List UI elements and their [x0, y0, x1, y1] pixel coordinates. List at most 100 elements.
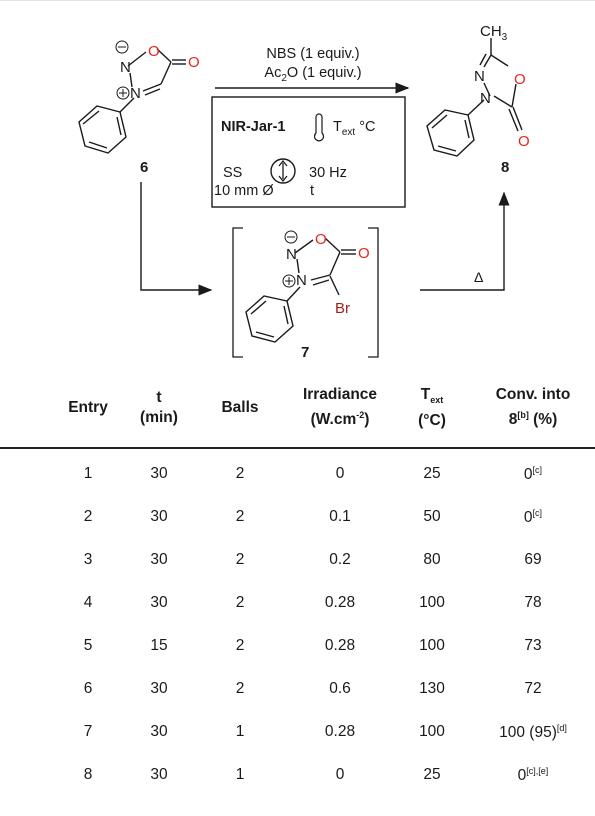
atom-n4: N: [480, 90, 491, 107]
bracket-left: [232, 227, 243, 358]
reaction-scheme: N O O N 6 NBS (1 equiv.) Ac2O (1 equiv.)…: [78, 23, 530, 361]
cell-value: 73: [524, 637, 542, 654]
atom-o-carbonyl-7: O: [358, 245, 370, 262]
reagent-ac2o: Ac2O (1 equiv.): [264, 65, 361, 84]
cell-value: 30: [150, 594, 168, 611]
cell-value: 0.28: [324, 723, 356, 740]
cell-balls: 2: [236, 465, 245, 483]
cell-value: 25: [423, 465, 441, 482]
atom-o-carbonyl: O: [188, 54, 200, 71]
cell-time: 30: [150, 465, 167, 483]
footnote-marker: [d]: [556, 723, 567, 733]
heat-symbol: Δ: [474, 269, 483, 285]
compound-8-structure: [426, 38, 523, 157]
cell-irradiance: 0.28: [325, 594, 355, 612]
cell-value: 0.28: [324, 594, 356, 611]
plus-charge-icon: [116, 86, 130, 100]
header-irradiance: Irradiance (W.cm-2): [302, 386, 378, 429]
cell-value: 6: [83, 680, 93, 697]
cell-value: 5: [83, 637, 93, 654]
cell-value: 0: [335, 465, 345, 482]
cell-irradiance: 0.2: [329, 551, 351, 569]
plus-charge-icon: [282, 274, 296, 288]
cell-time: 30: [150, 551, 167, 569]
shaking-icon: [270, 158, 296, 184]
cell-value: 25: [423, 766, 441, 783]
cell-value: 2: [235, 508, 245, 525]
cell-temperature: 100: [419, 723, 445, 741]
cell-entry: 5: [84, 637, 93, 655]
cell-value: 30: [150, 465, 168, 482]
header-balls: Balls: [221, 399, 259, 416]
cell-value: 30: [150, 680, 168, 697]
cell-value: 100: [419, 594, 445, 611]
cell-temperature: 25: [423, 465, 440, 483]
cell-value: 15: [150, 637, 168, 654]
cell-irradiance: 0.28: [325, 637, 355, 655]
atom-o-ring: O: [148, 43, 160, 60]
cell-value: 0: [335, 766, 345, 783]
cell-conversion: 100 (95)[d]: [499, 723, 567, 742]
cell-irradiance: 0.28: [325, 723, 355, 741]
jar-temperature: Text °C: [333, 119, 376, 138]
cell-entry: 7: [84, 723, 93, 741]
cell-value: 130: [419, 680, 445, 697]
cell-time: 30: [150, 680, 167, 698]
cell-value: 30: [150, 508, 168, 525]
cell-value: 30: [150, 551, 168, 568]
cell-irradiance: 0.6: [329, 680, 351, 698]
cell-value: 2: [235, 551, 245, 568]
ball-material: SS: [223, 165, 242, 181]
cell-irradiance: 0: [336, 465, 345, 483]
cell-value: 2: [235, 465, 245, 482]
cell-value: 0.1: [329, 508, 351, 525]
arrow-6-to-7: [140, 182, 213, 296]
reagent-nbs: NBS (1 equiv.): [266, 46, 359, 62]
cell-value: 2: [235, 637, 245, 654]
cell-value: 0.2: [329, 551, 351, 568]
cell-irradiance: 0.1: [329, 508, 351, 526]
cell-value: 30: [150, 766, 168, 783]
cell-balls: 1: [236, 723, 245, 741]
minus-charge-icon: [115, 40, 129, 54]
compound-6-structure: [78, 48, 186, 154]
atom-n6: N: [296, 272, 307, 289]
thermometer-icon: [313, 113, 325, 142]
compound-label-8: 8: [501, 159, 509, 176]
atom-o-ring-7: O: [315, 231, 327, 248]
cell-balls: 2: [236, 594, 245, 612]
footnote-marker: [c]: [532, 508, 543, 518]
compound-7-structure: [245, 237, 356, 343]
cell-entry: 4: [84, 594, 93, 612]
bracket-right: [368, 227, 379, 358]
cell-value: 80: [423, 551, 441, 568]
cell-value: 0.28: [324, 637, 356, 654]
cell-entry: 3: [84, 551, 93, 569]
cell-conversion: 69: [524, 551, 541, 569]
cell-conversion: 78: [524, 594, 541, 612]
cell-value: 50: [423, 508, 441, 525]
cell-balls: 2: [236, 508, 245, 526]
cell-entry: 8: [84, 766, 93, 784]
cell-temperature: 25: [423, 766, 440, 784]
cell-temperature: 80: [423, 551, 440, 569]
cell-entry: 1: [84, 465, 93, 483]
cell-value: 0: [523, 509, 533, 527]
arrow-7-to-8: [420, 191, 510, 291]
cell-balls: 2: [236, 637, 245, 655]
shaking-frequency: 30 Hz: [309, 165, 347, 181]
top-border: [0, 0, 595, 1]
cell-balls: 2: [236, 680, 245, 698]
cell-balls: 1: [236, 766, 245, 784]
atom-n1: N: [120, 59, 131, 76]
footnote-marker: [c],[e]: [526, 766, 549, 776]
conditions-box: [211, 96, 406, 208]
cell-value: 1: [83, 465, 93, 482]
cell-irradiance: 0: [336, 766, 345, 784]
bromine-atom: Br: [335, 300, 350, 317]
cell-value: 7: [83, 723, 93, 740]
cell-value: 1: [235, 766, 245, 783]
cell-time: 30: [150, 723, 167, 741]
minus-charge-icon: [284, 230, 298, 244]
jar-name: NIR-Jar-1: [221, 119, 285, 135]
